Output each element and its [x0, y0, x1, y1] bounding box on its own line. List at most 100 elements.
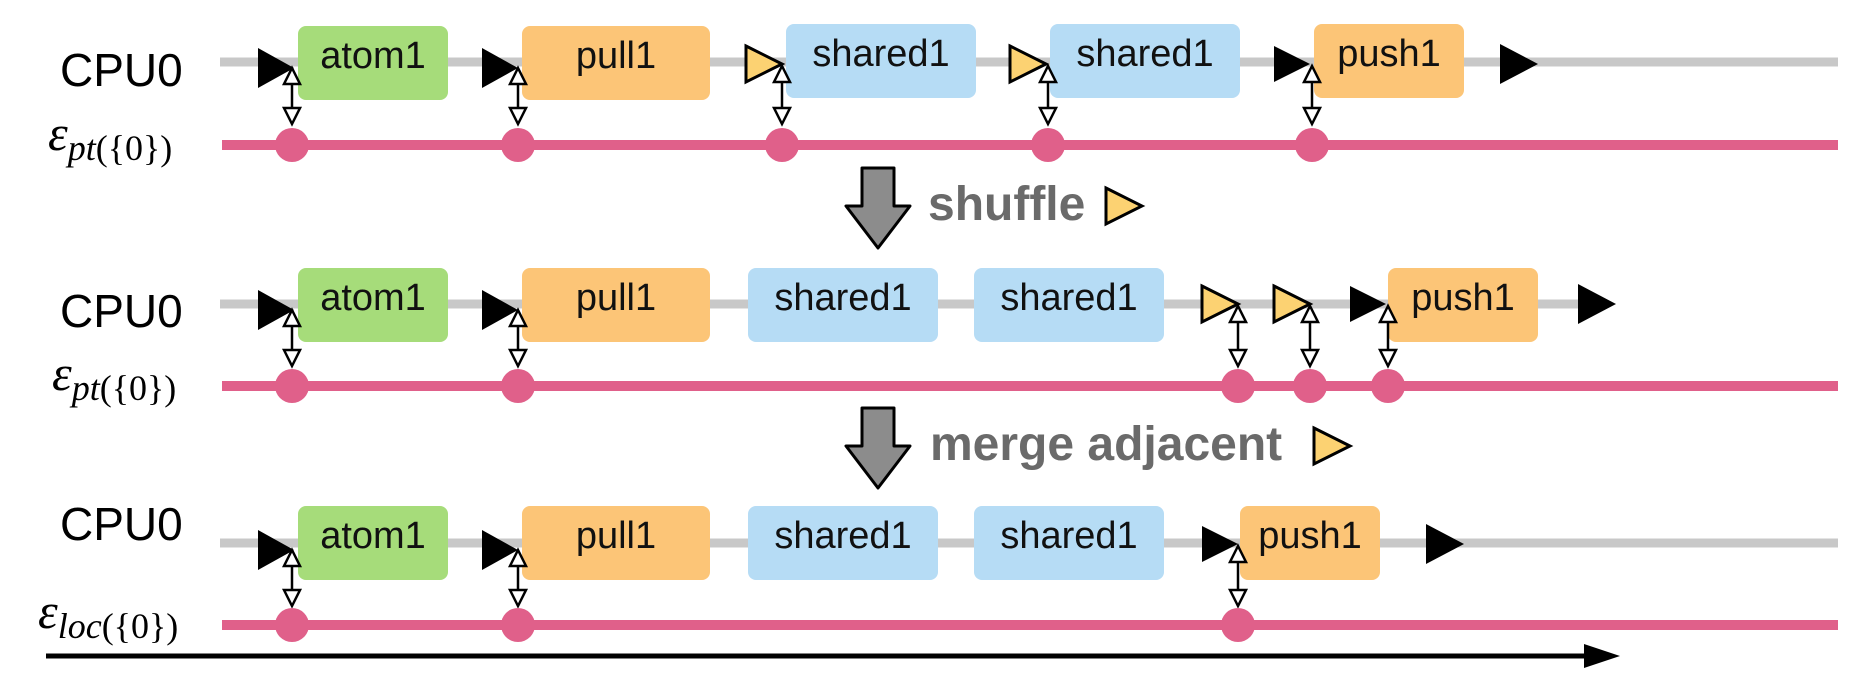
box-label: atom1 [320, 277, 426, 319]
atom-box [298, 268, 448, 342]
double-arrow [1037, 63, 1059, 127]
push-box [1240, 506, 1380, 580]
box-label: pull1 [576, 515, 656, 557]
yellow-marker [1272, 283, 1314, 325]
yellow-marker [1008, 43, 1050, 85]
shared-box [974, 506, 1164, 580]
black-marker [258, 48, 294, 88]
push-box [1314, 24, 1464, 98]
step-merge-adjacent: merge adjacent [844, 406, 1354, 490]
box-label: shared1 [1000, 277, 1137, 319]
double-arrow [507, 547, 529, 609]
double-arrow [1377, 303, 1399, 369]
yellow-marker-icon [1312, 425, 1354, 467]
box-label: shared1 [774, 515, 911, 557]
event-dot [1293, 369, 1327, 403]
double-arrow [1299, 303, 1321, 369]
shared-box [786, 24, 976, 98]
box-label: atom1 [320, 35, 426, 77]
eps-args: ({0}) [96, 128, 173, 168]
double-arrow [281, 547, 303, 609]
black-marker [1274, 46, 1310, 82]
event-dot [1031, 128, 1065, 162]
box-label: pull1 [576, 35, 656, 77]
row-1: CPU0 εpt({0}) atom1 pull1 shared1 shared… [48, 24, 1838, 168]
double-arrow [281, 307, 303, 369]
arrowhead-icon [1584, 644, 1620, 668]
pull-box [522, 268, 710, 342]
box-label: push1 [1337, 33, 1441, 75]
row-3: CPU0 εloc({0}) atom1 pull1 shared1 share… [38, 498, 1838, 646]
shared-box [748, 268, 938, 342]
event-dot [275, 128, 309, 162]
cpu-label: CPU0 [60, 44, 183, 96]
shared-box [1050, 24, 1240, 98]
shared-box [748, 506, 938, 580]
black-marker [1500, 44, 1538, 84]
row-2: CPU0 εpt({0}) atom1 pull1 shared1 shared… [52, 268, 1838, 408]
box-label: pull1 [576, 277, 656, 319]
eps-subscript: pt [69, 368, 101, 408]
eps-subscript: loc [58, 606, 102, 646]
down-arrow-icon [844, 166, 912, 250]
down-arrow-icon [844, 406, 912, 490]
double-arrow [1301, 63, 1323, 127]
black-marker [482, 48, 518, 88]
box-label: shared1 [1076, 33, 1213, 75]
black-marker [1426, 524, 1464, 564]
black-marker [482, 530, 518, 570]
event-dot [275, 608, 309, 642]
event-set-label: εpt({0}) [52, 345, 176, 408]
step-shuffle: shuffle [844, 166, 1146, 250]
box-label: push1 [1258, 515, 1362, 557]
eps-args: ({0}) [102, 606, 179, 646]
event-dot [501, 608, 535, 642]
event-dot [501, 128, 535, 162]
event-dot [1295, 128, 1329, 162]
event-dot [1221, 608, 1255, 642]
time-arrow [46, 644, 1620, 668]
box-label: atom1 [320, 515, 426, 557]
event-dot [501, 369, 535, 403]
push-box [1388, 268, 1538, 342]
cpu-label: CPU0 [60, 285, 183, 337]
black-marker [258, 530, 294, 570]
event-dot [1221, 369, 1255, 403]
black-marker [1578, 284, 1616, 324]
cpu-label: CPU0 [60, 498, 183, 550]
pull-box [522, 506, 710, 580]
double-arrow [507, 307, 529, 369]
double-arrow [1227, 543, 1249, 609]
black-marker [1202, 526, 1238, 562]
black-marker [482, 290, 518, 330]
double-arrow [507, 65, 529, 127]
black-marker [1350, 286, 1386, 322]
yellow-marker-icon [1104, 185, 1146, 227]
step-label: merge adjacent [930, 418, 1282, 471]
box-label: shared1 [774, 277, 911, 319]
event-set-label: εpt({0}) [48, 105, 172, 168]
event-set-label: εloc({0}) [38, 583, 178, 646]
eps-args: ({0}) [100, 368, 177, 408]
double-arrow [771, 63, 793, 127]
step-label: shuffle [928, 178, 1085, 231]
double-arrow [281, 65, 303, 127]
eps-symbol: ε [38, 583, 58, 639]
eps-subscript: pt [65, 128, 97, 168]
yellow-marker [1200, 283, 1242, 325]
box-label: shared1 [812, 33, 949, 75]
box-label: push1 [1411, 277, 1515, 319]
event-dot [275, 369, 309, 403]
yellow-marker [744, 43, 786, 85]
event-dot [765, 128, 799, 162]
black-marker [258, 290, 294, 330]
eps-symbol: ε [48, 105, 68, 161]
pull-box [522, 26, 710, 100]
eps-symbol: ε [52, 345, 72, 401]
atom-box [298, 506, 448, 580]
box-label: shared1 [1000, 515, 1137, 557]
atom-box [298, 26, 448, 100]
shared-box [974, 268, 1164, 342]
double-arrow [1227, 303, 1249, 369]
